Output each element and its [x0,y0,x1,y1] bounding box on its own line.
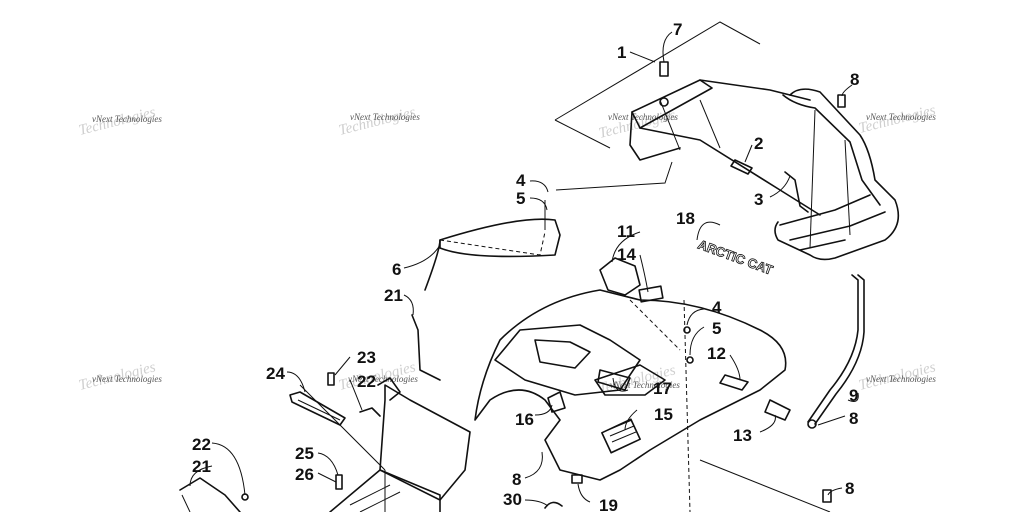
callout-8c: 8 [512,470,521,489]
callout-13: 13 [733,426,752,445]
callout-11: 11 [617,222,635,241]
watermark-6: vNext Technologies [348,374,418,384]
callout-26: 26 [295,465,314,484]
support-tube [807,274,865,503]
watermark-3: vNext Technologies [608,112,678,122]
callout-21a: 21 [384,286,403,305]
callout-4b: 4 [712,298,722,317]
callout-22a: 22 [357,372,376,391]
callout-5a: 5 [516,189,525,208]
callout-9: 9 [849,386,858,405]
callout-15: 15 [654,405,673,424]
watermark-4: vNext Technologies [866,112,936,122]
leader-lines [189,31,859,507]
callout-5b: 5 [712,319,721,338]
callout-numbers: 1 2 3 4 5 6 7 8 9 11 12 13 14 16 17 18 1… [192,20,859,512]
watermark-8: vNext Technologies [866,374,936,384]
rear-rack [544,21,900,261]
svg-text:ARCTIC CAT: ARCTIC CAT [696,237,775,278]
footwell [179,372,471,512]
callout-6: 6 [392,260,401,279]
callout-1: 1 [617,43,626,62]
callout-19: 19 [599,496,618,512]
callout-8b: 8 [849,409,858,428]
callout-18: 18 [676,209,695,228]
callout-30: 30 [503,490,522,509]
watermark-2: vNext Technologies [350,112,420,122]
callout-8a: 8 [850,70,859,89]
callout-8d: 8 [845,479,854,498]
watermark-7: vNext Technologies [610,380,680,390]
callout-4a: 4 [516,171,526,190]
decal-arctic-cat: ARCTIC CAT [696,236,776,278]
callout-16: 16 [515,410,534,429]
callout-7: 7 [673,20,682,39]
watermark-5: vNext Technologies [92,374,162,384]
callout-12: 12 [707,344,726,363]
callout-25: 25 [295,444,314,463]
callout-23: 23 [357,348,376,367]
callout-17: 17 [653,379,672,398]
callout-24: 24 [266,364,285,383]
watermark-1: vNext Technologies [92,114,162,124]
watermarks: Technologies vNext Technologies Technolo… [77,102,937,397]
callout-14: 14 [617,245,636,264]
callout-2: 2 [754,134,763,153]
callout-21b: 21 [192,457,211,476]
callout-22b: 22 [192,435,211,454]
callout-3: 3 [754,190,763,209]
